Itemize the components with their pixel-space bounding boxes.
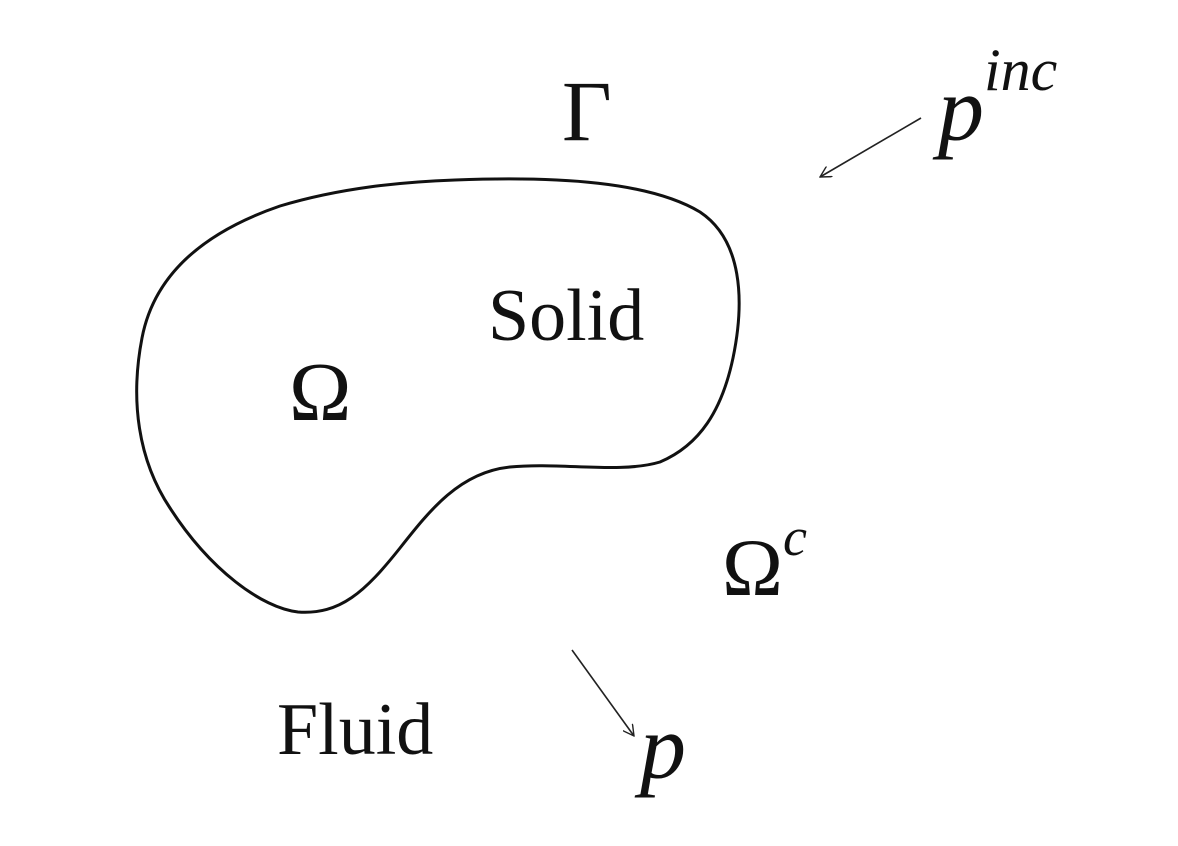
incident-wave-label: pinc [932, 37, 1057, 160]
scattered-wave-arrow [571, 649, 634, 736]
complement-domain-label: Ωc [722, 507, 807, 613]
incident-wave-arrow [820, 117, 922, 177]
incident-wave-superscript: inc [984, 37, 1057, 103]
scattered-wave-label: p [634, 696, 686, 798]
solid-boundary-curve [135, 177, 741, 614]
solid-label: Solid [488, 275, 644, 357]
complement-domain-superscript: c [783, 507, 807, 567]
incident-wave-base: p [932, 58, 984, 160]
fluid-label: Fluid [277, 689, 433, 771]
omega-label: Ω [289, 346, 351, 439]
boundary-label: Γ [562, 63, 612, 159]
complement-domain-base: Ω [722, 522, 783, 613]
